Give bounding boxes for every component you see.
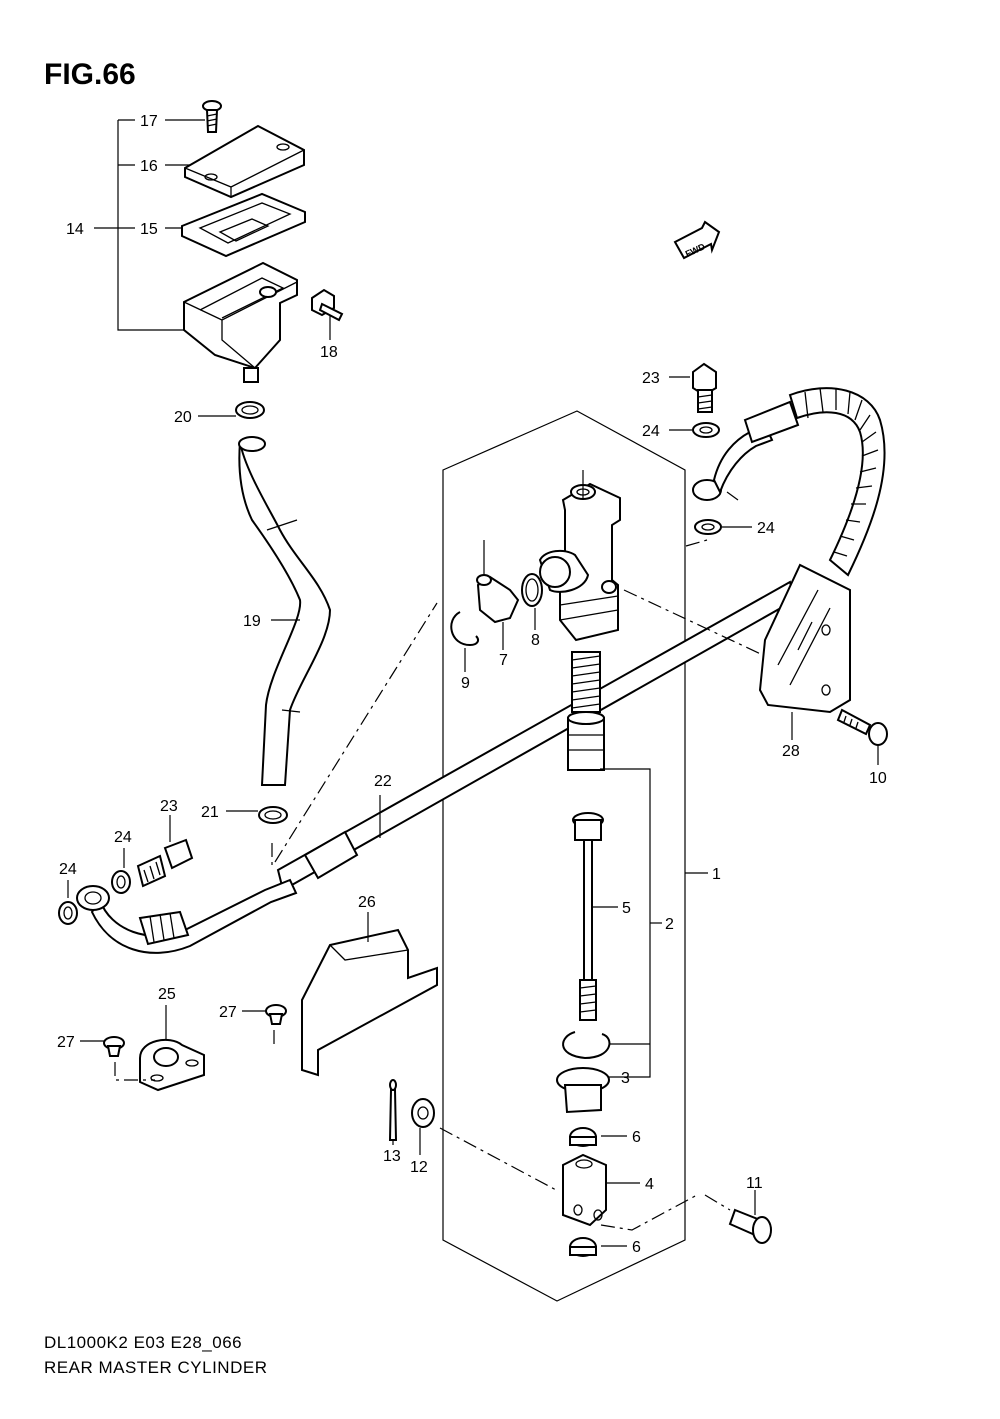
callout-27b: 27: [219, 1004, 237, 1021]
callout-10: 10: [869, 770, 887, 787]
callout-24a: 24: [642, 423, 660, 440]
clamp-bracket-25: [139, 1005, 205, 1092]
diagram-name: REAR MASTER CYLINDER: [44, 1358, 268, 1377]
clevis-4: [562, 1153, 607, 1227]
callout-17: 17: [140, 113, 158, 130]
spring: [571, 651, 601, 713]
screw-17: [202, 100, 222, 133]
fwd-arrow-icon: FWD: [673, 220, 721, 260]
callout-4: 4: [645, 1176, 654, 1193]
callout-15: 15: [140, 221, 158, 238]
callout-24c: 24: [114, 829, 132, 846]
callout-20: 20: [174, 409, 192, 426]
callout-24b: 24: [757, 520, 775, 537]
callout-25: 25: [158, 986, 176, 1003]
callout-19: 19: [243, 613, 261, 630]
clamp-21: [226, 806, 288, 824]
banjo-bolt-23-right: [669, 362, 717, 413]
master-cylinder-body: [538, 470, 621, 642]
boot-3: [556, 1067, 610, 1114]
callout-23a: 23: [642, 370, 660, 387]
callout-13: 13: [383, 1148, 401, 1165]
callout-1: 1: [712, 866, 721, 883]
callout-7: 7: [499, 652, 508, 669]
model-code: DL1000K2 E03 E28_066: [44, 1333, 243, 1352]
clevis-pin-11: [728, 1190, 772, 1244]
diaphragm-plate-15: [181, 192, 306, 258]
bolt-18: [311, 288, 344, 340]
washer-12: [411, 1098, 435, 1128]
callout-16: 16: [140, 158, 158, 175]
nut-6-upper: [569, 1127, 597, 1147]
callout-5: 5: [622, 900, 631, 917]
screw-27-left: [80, 1036, 125, 1057]
push-rod-5: [572, 812, 604, 1021]
callout-14: 14: [66, 221, 84, 238]
figure-title: FIG.66: [44, 58, 136, 91]
callout-2: 2: [665, 916, 674, 933]
callout-8: 8: [531, 632, 540, 649]
rod-22: [276, 580, 797, 892]
washer-24-right-a: [669, 422, 720, 438]
callout-21: 21: [201, 804, 219, 821]
o-ring-8: [521, 573, 543, 630]
screw-27-right: [242, 1004, 287, 1025]
callout-23b: 23: [160, 798, 178, 815]
callout-22: 22: [374, 773, 392, 790]
banjo-bolt-23-left: [136, 838, 194, 888]
circlip-9: [450, 611, 479, 672]
heat-guard-26: [301, 928, 438, 1077]
brake-hose-lower: [76, 878, 298, 954]
callout-6a: 6: [632, 1129, 641, 1146]
callout-11: 11: [746, 1175, 763, 1192]
callout-28: 28: [782, 743, 800, 760]
circlip: [562, 1031, 611, 1060]
callout-3: 3: [621, 1070, 630, 1087]
hose-fitting-7: [476, 540, 520, 650]
brake-hose-upper: [692, 387, 886, 577]
callout-24d: 24: [59, 861, 77, 878]
callout-27a: 27: [57, 1034, 75, 1051]
reservoir-cap-16: [184, 124, 305, 199]
reservoir-body-14: [183, 261, 298, 370]
reservoir-hose-19: [238, 436, 332, 786]
bolt-10: [836, 708, 888, 765]
reservoir-group: [94, 100, 344, 383]
washer-24-left-b: [111, 870, 131, 894]
callout-6b: 6: [632, 1239, 641, 1256]
callout-18: 18: [320, 344, 338, 361]
nut-6-lower: [569, 1237, 597, 1257]
callout-12: 12: [410, 1159, 428, 1176]
clamp-20: [198, 401, 265, 419]
bracket-28: [758, 563, 851, 740]
callout-9: 9: [461, 675, 470, 692]
washer-24-right-b: [694, 519, 752, 535]
piston-cup: [567, 711, 605, 771]
assembly-outline: [442, 410, 686, 1302]
cotter-pin-13: [388, 1079, 398, 1141]
washer-24-left-a: [58, 901, 78, 925]
callout-26: 26: [358, 894, 376, 911]
